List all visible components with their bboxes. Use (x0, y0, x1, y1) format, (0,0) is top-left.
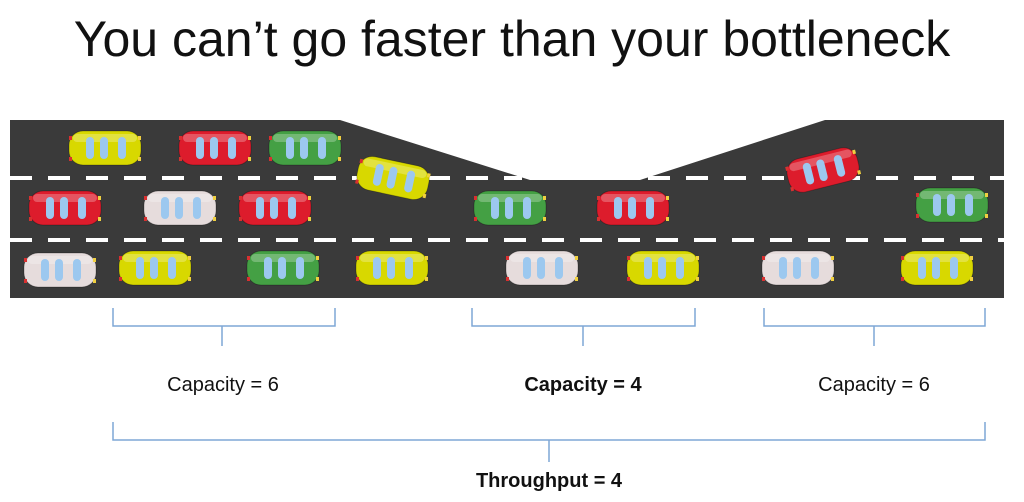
lane-dash (724, 176, 746, 180)
capacity-label-section-2: Capacity = 4 (524, 374, 641, 397)
lane-dash (466, 238, 488, 242)
car-red (239, 191, 311, 225)
lane-dash (314, 176, 336, 180)
lane-dash (200, 176, 222, 180)
lane-dash (648, 176, 670, 180)
car-yellow (119, 251, 191, 285)
car-white (506, 251, 578, 285)
lane-dash (990, 176, 1004, 180)
lane-dash (124, 238, 146, 242)
lane-dash (48, 238, 70, 242)
lane-dash (876, 176, 898, 180)
lane-dash (922, 238, 944, 242)
lane-dash (466, 176, 488, 180)
bracket-section-2 (472, 308, 695, 346)
lane-dash (238, 238, 260, 242)
lane-dash (428, 238, 450, 242)
lane-dash (846, 238, 868, 242)
car-yellow (627, 251, 699, 285)
lane-dash (884, 238, 906, 242)
bracket-section-1 (113, 308, 335, 346)
bracket-total (113, 422, 985, 462)
lane-dash (960, 238, 982, 242)
capacity-label-section-3: Capacity = 6 (818, 374, 930, 397)
lane-dash (162, 176, 184, 180)
lane-dash (686, 176, 708, 180)
car-white (24, 253, 96, 287)
lane-dash (542, 238, 564, 242)
car-yellow (901, 251, 973, 285)
lane-dash (276, 238, 298, 242)
car-yellow (69, 131, 141, 165)
lane-dash (770, 238, 792, 242)
bracket-section-3 (764, 308, 985, 346)
lane-dash (314, 238, 336, 242)
throughput-label: Throughput = 4 (476, 470, 622, 493)
car-green (247, 251, 319, 285)
car-green (474, 191, 546, 225)
lane-dash (200, 238, 222, 242)
lane-dash (732, 238, 754, 242)
capacity-label-section-1: Capacity = 6 (167, 374, 279, 397)
lane-dash (162, 238, 184, 242)
lane-dash (762, 176, 784, 180)
lane-dash (48, 176, 70, 180)
lane-dash (86, 238, 108, 242)
lane-dash (428, 176, 450, 180)
lane-dash (694, 238, 716, 242)
lane-dash (914, 176, 936, 180)
car-green (269, 131, 341, 165)
lane-dash (238, 176, 260, 180)
lane-dash (124, 176, 146, 180)
lane-dash (10, 176, 32, 180)
car-yellow (356, 251, 428, 285)
lane-dash (276, 176, 298, 180)
lane-dash (504, 176, 522, 180)
car-white (762, 251, 834, 285)
lane-dash (808, 238, 830, 242)
lane-dash (618, 238, 640, 242)
lane-dash (86, 176, 108, 180)
car-red (29, 191, 101, 225)
lane-dash (656, 238, 678, 242)
lane-dash (998, 238, 1004, 242)
car-red (179, 131, 251, 165)
lane-dash (952, 176, 974, 180)
lane-dash (352, 238, 374, 242)
car-red (597, 191, 669, 225)
lane-dash (10, 238, 32, 242)
car-white (144, 191, 216, 225)
car-green (916, 188, 988, 222)
lane-dash (504, 238, 526, 242)
lane-dash (580, 238, 602, 242)
lane-dash (390, 238, 412, 242)
